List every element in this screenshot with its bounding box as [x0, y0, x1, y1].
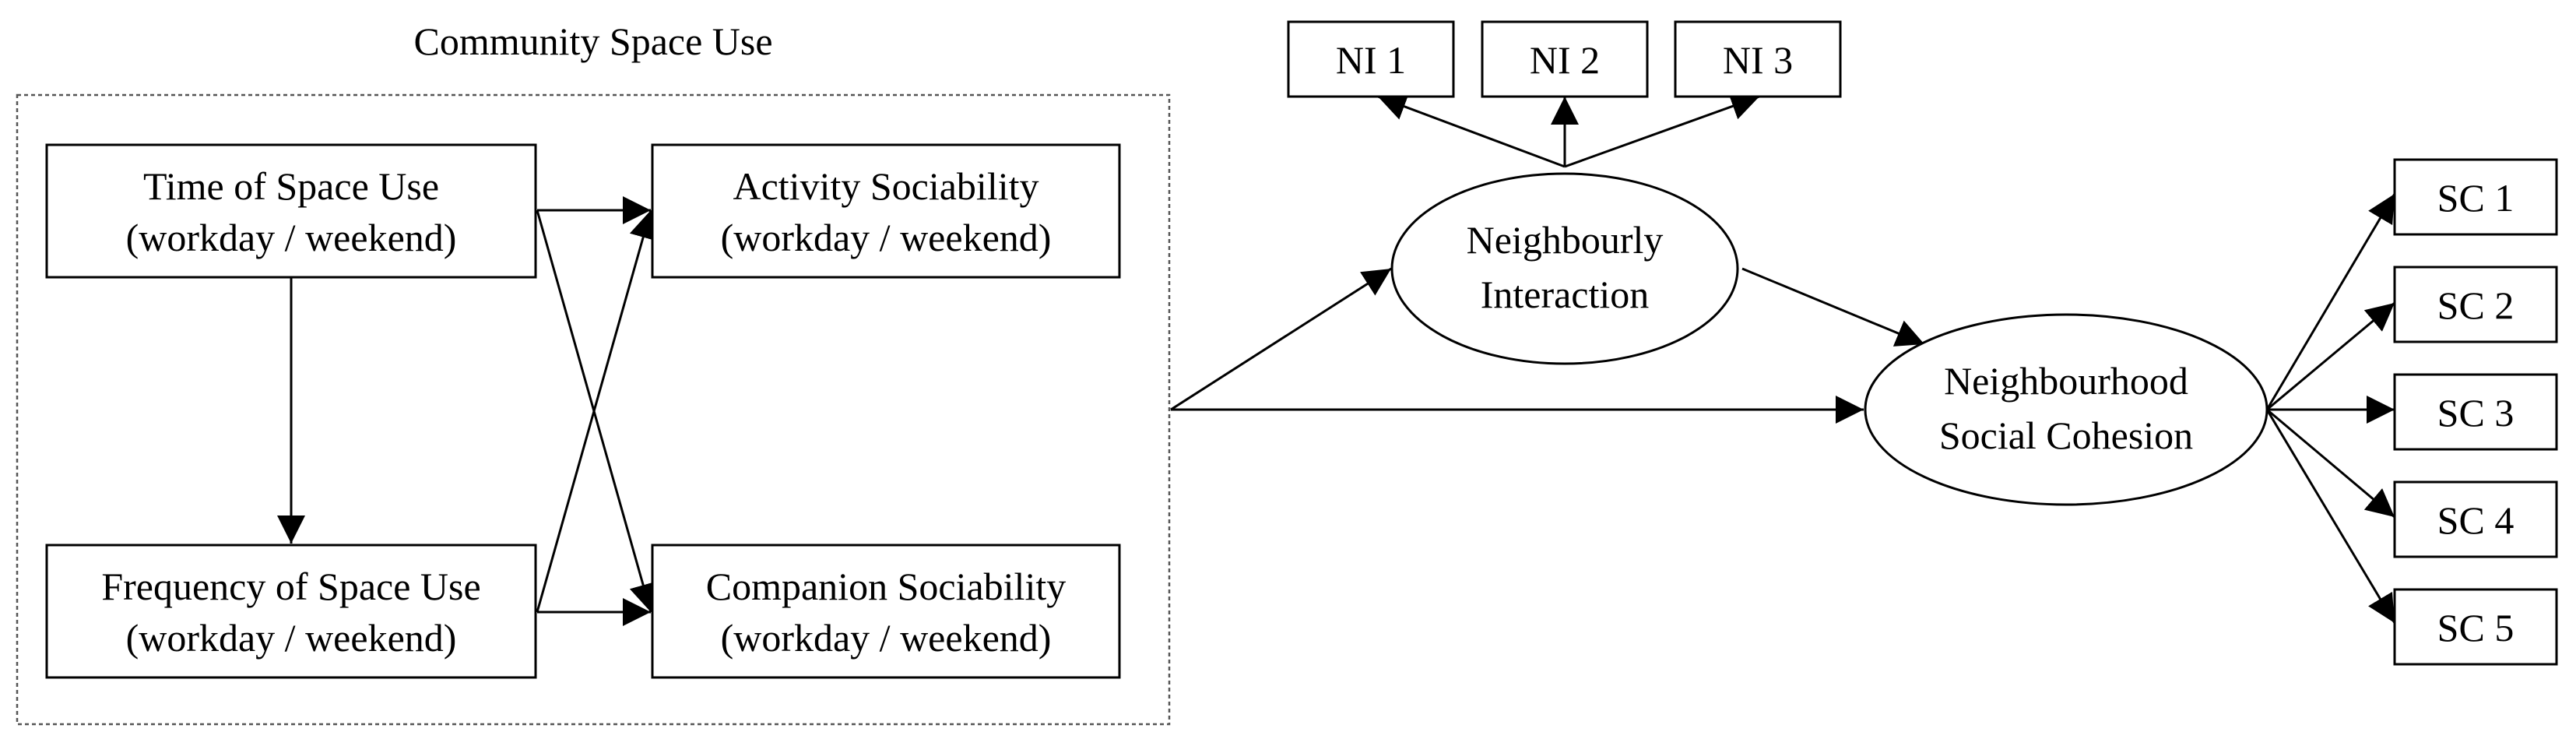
- indicator-sc-3: SC 3: [2393, 373, 2558, 451]
- indicator-sc-1-label: SC 1: [2437, 176, 2514, 220]
- node-companion-sociability: Companion Sociability (workday / weekend…: [651, 544, 1121, 679]
- edge-interaction-to-cohesion: [1741, 267, 1925, 347]
- indicator-sc-4-label: SC 4: [2437, 498, 2514, 542]
- node-neighbourhood-social-cohesion-line1: Neighbourhood: [1944, 359, 2188, 403]
- node-frequency-of-space-use-line2: (workday / weekend): [126, 616, 457, 660]
- node-neighbourhood-social-cohesion: Neighbourhood Social Cohesion: [1864, 313, 2268, 506]
- edge-frequency-to-activity: [536, 209, 657, 613]
- indicator-ni-1: NI 1: [1287, 20, 1455, 98]
- edge-cohesion-to-sc4: [2266, 408, 2395, 519]
- indicator-ni-2: NI 2: [1481, 20, 1649, 98]
- indicator-sc-5: SC 5: [2393, 588, 2558, 666]
- indicator-sc-2: SC 2: [2393, 266, 2558, 343]
- edge-interaction-to-ni1: [1377, 93, 1566, 168]
- node-neighbourly-interaction: Neighbourly Interaction: [1390, 172, 1739, 365]
- node-frequency-of-space-use-line1: Frequency of Space Use: [101, 565, 480, 608]
- indicator-sc-5-label: SC 5: [2437, 606, 2514, 649]
- node-frequency-of-space-use: Frequency of Space Use (workday / weeken…: [45, 544, 537, 679]
- indicator-ni-3-label: NI 3: [1723, 38, 1793, 82]
- node-neighbourhood-social-cohesion-line2: Social Cohesion: [1939, 413, 2193, 457]
- node-neighbourly-interaction-line2: Interaction: [1481, 273, 1650, 316]
- indicator-ni-3: NI 3: [1674, 20, 1842, 98]
- node-time-of-space-use-line2: (workday / weekend): [126, 216, 457, 259]
- community-space-use-group-frame: [16, 93, 1171, 726]
- group-title: Community Space Use: [413, 19, 772, 63]
- indicator-sc-3-label: SC 3: [2437, 391, 2514, 435]
- edge-group-to-interaction: [1170, 267, 1392, 411]
- edge-interaction-to-ni3: [1564, 93, 1760, 168]
- edge-cohesion-to-sc1: [2265, 193, 2396, 410]
- node-time-of-space-use-line1: Time of Space Use: [143, 164, 439, 208]
- node-companion-sociability-line2: (workday / weekend): [721, 616, 1052, 660]
- indicator-ni-2-label: NI 2: [1530, 38, 1600, 82]
- node-activity-sociability: Activity Sociability (workday / weekend): [651, 143, 1121, 279]
- indicator-ni-1-label: NI 1: [1336, 38, 1406, 82]
- node-activity-sociability-line2: (workday / weekend): [721, 216, 1052, 259]
- node-activity-sociability-line1: Activity Sociability: [733, 164, 1038, 208]
- node-time-of-space-use: Time of Space Use (workday / weekend): [45, 143, 537, 279]
- indicator-sc-4: SC 4: [2393, 480, 2558, 558]
- node-companion-sociability-line1: Companion Sociability: [706, 565, 1066, 608]
- edge-cohesion-to-sc2: [2266, 301, 2395, 411]
- edge-cohesion-to-sc5: [2265, 409, 2396, 624]
- node-neighbourly-interaction-line1: Neighbourly: [1467, 218, 1664, 262]
- indicator-sc-1: SC 1: [2393, 158, 2558, 236]
- indicator-sc-2-label: SC 2: [2437, 283, 2514, 327]
